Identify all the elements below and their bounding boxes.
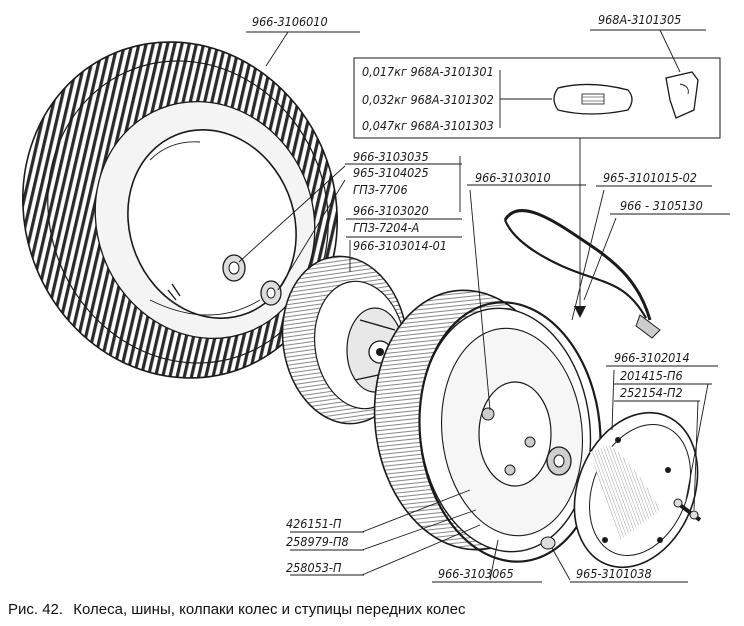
label-rim: 966-3103065: [438, 566, 514, 581]
leader-lines: [238, 29, 730, 583]
figure-caption: Рис. 42. Колеса, шины, колпаки колес и с…: [8, 601, 466, 618]
label-nut-1: 426151-П: [286, 516, 342, 531]
label-clip: 968А-3101305: [598, 12, 681, 27]
label-bolt-2: 252154-П2: [620, 385, 683, 400]
label-valve-1: 966-3103035: [353, 149, 429, 164]
valve-parts-drawing: [222, 254, 282, 306]
label-valve-3: ГПЗ-7706: [353, 182, 408, 197]
part-labels: 966-3106010 968А-3101305 0,017кг 968А-31…: [252, 12, 703, 581]
label-tire: 966-3106010: [252, 14, 328, 29]
label-hub: 966-3103010: [475, 170, 551, 185]
screw-drawing: [540, 536, 556, 550]
bolt-drawing: [673, 498, 702, 522]
caption-prefix: Рис. 42.: [8, 601, 63, 618]
hub-disc-drawing: [281, 255, 409, 425]
label-weight-1: 0,017кг 968А-3101301: [362, 64, 494, 79]
svg-text:Рис. 42. Колеса, шины, к: Рис. 42. Колеса, шины, колпаки колес и с…: [8, 601, 466, 618]
label-valve-2: 965-3104025: [353, 165, 429, 180]
label-nut-2: 258979-П8: [286, 534, 349, 549]
caption-text: Колеса, шины, колпаки колес и ступицы пе…: [73, 601, 466, 618]
label-nut-3: 258053-П: [286, 560, 342, 575]
label-cap-nut-2: ГПЗ-7204-А: [353, 220, 419, 235]
rim-drawing: [373, 289, 592, 553]
label-weight-2: 0,032кг 968А-3101302: [362, 92, 494, 107]
label-bolt-1: 201415-П6: [620, 368, 683, 383]
center-nut-drawing: [546, 446, 572, 476]
tire-drawing: [22, 41, 338, 379]
label-cap-nut-1: 966-3103020: [353, 203, 429, 218]
label-tube: 966 - 3105130: [620, 198, 703, 213]
label-weight-3: 0,047кг 968А-3101303: [362, 118, 494, 133]
label-cap: 966-3102014: [614, 350, 690, 365]
label-screw: 965-3101038: [576, 566, 652, 581]
weights-box: [353, 57, 721, 139]
wheel-cap-drawing: [573, 411, 699, 569]
lock-ring-drawing: [418, 301, 602, 563]
label-hub-disc: 966-3103014-01: [353, 238, 447, 253]
label-ring: 965-3101015-02: [603, 170, 697, 185]
